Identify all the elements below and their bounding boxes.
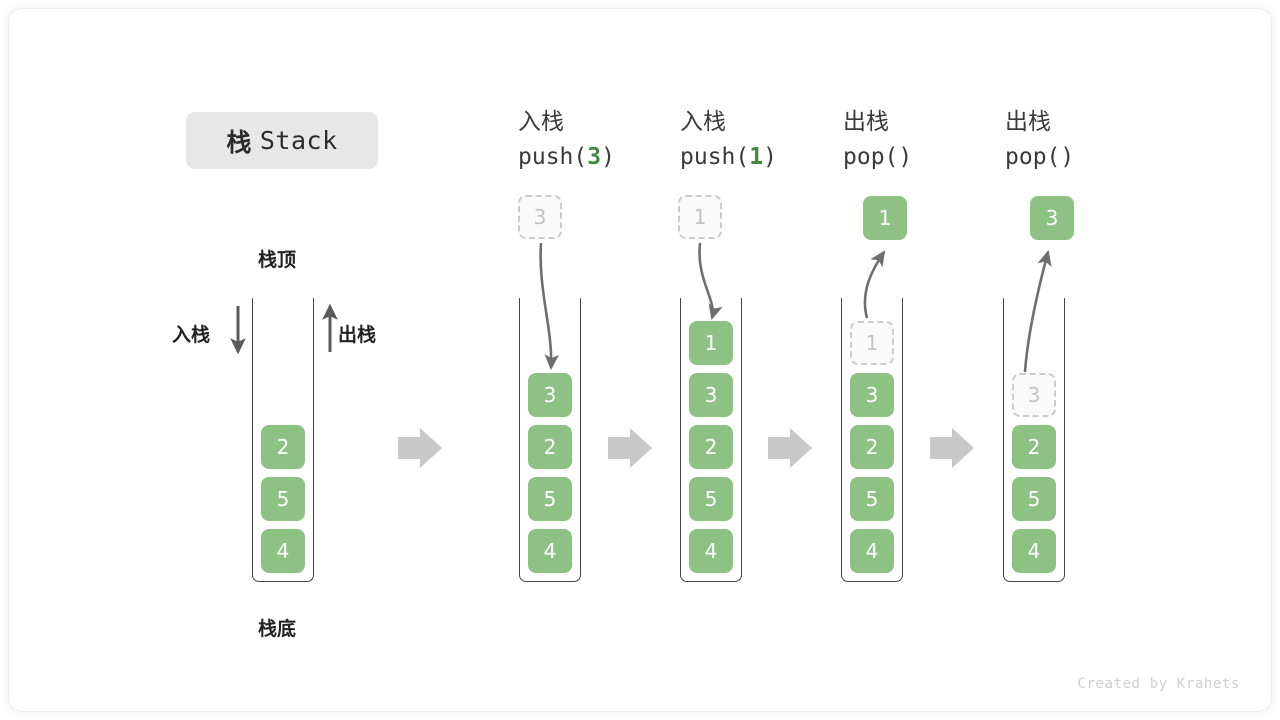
- stack-cell: 2: [850, 425, 894, 469]
- step-header-code: push(1): [680, 139, 850, 175]
- separator-arrow-icon: [768, 428, 812, 468]
- code-prefix: push(: [518, 144, 588, 170]
- stack-cell: 3: [528, 373, 572, 417]
- stack-cell: 2: [261, 425, 305, 469]
- watermark-credit: Created by Krahets: [1077, 676, 1240, 692]
- step-header-code: pop(): [1005, 139, 1175, 175]
- label-stack-top: 栈顶: [258, 249, 297, 271]
- stack-cell: 5: [850, 477, 894, 521]
- step-header-code: push(3): [518, 139, 688, 175]
- stack-cell-ghost: 1: [850, 321, 894, 365]
- code-argument: 1: [749, 144, 764, 170]
- code-prefix: push(: [680, 144, 750, 170]
- stack-container-pop-1: 1 3 2 5 4: [841, 298, 903, 582]
- step-header-cn: 入栈: [680, 109, 726, 135]
- step-header-push-3: 入栈 push(3): [518, 105, 688, 175]
- stack-container-push-1: 1 3 2 5 4: [680, 298, 742, 582]
- separator-arrow-icon: [608, 428, 652, 468]
- figure-title-chip: 栈 Stack: [186, 112, 378, 169]
- floating-cell-ghost: 3: [518, 195, 562, 239]
- code-suffix: ): [898, 144, 913, 170]
- stack-cell: 5: [528, 477, 572, 521]
- figure-title-en: Stack: [259, 126, 338, 155]
- code-prefix: pop(: [843, 144, 899, 170]
- stack-cell: 4: [528, 529, 572, 573]
- stack-cell-ghost: 3: [1012, 373, 1056, 417]
- floating-cell-popped: 3: [1030, 196, 1074, 240]
- stack-cell: 5: [1012, 477, 1056, 521]
- step-header-cn: 出栈: [843, 109, 889, 135]
- step-header-pop-2: 出栈 pop(): [1005, 105, 1175, 175]
- stack-cell: 5: [261, 477, 305, 521]
- label-stack-bottom: 栈底: [258, 618, 297, 640]
- code-prefix: pop(: [1005, 144, 1061, 170]
- stack-cell: 3: [850, 373, 894, 417]
- step-header-code: pop(): [843, 139, 1013, 175]
- label-push-side: 入栈: [172, 324, 211, 346]
- code-suffix: ): [1060, 144, 1075, 170]
- floating-cell-popped: 1: [863, 196, 907, 240]
- code-argument: 3: [587, 144, 602, 170]
- stack-cell: 2: [528, 425, 572, 469]
- code-suffix: ): [763, 144, 777, 170]
- label-pop-side: 出栈: [338, 324, 377, 346]
- stack-container-pop-2: 3 2 5 4: [1003, 298, 1065, 582]
- stack-container-initial: 2 5 4: [252, 298, 314, 582]
- stack-cell: 4: [689, 529, 733, 573]
- step-header-pop-1: 出栈 pop(): [843, 105, 1013, 175]
- stack-cell: 2: [689, 425, 733, 469]
- separator-arrow-icon: [930, 428, 974, 468]
- floating-cell-ghost: 1: [678, 195, 722, 239]
- step-header-cn: 入栈: [518, 109, 564, 135]
- step-header-push-1: 入栈 push(1): [680, 105, 850, 175]
- stack-cell: 1: [689, 321, 733, 365]
- stack-cell: 4: [850, 529, 894, 573]
- step-header-cn: 出栈: [1005, 109, 1051, 135]
- code-suffix: ): [601, 144, 615, 170]
- stack-cell: 2: [1012, 425, 1056, 469]
- separator-arrow-icon: [398, 428, 442, 468]
- stack-cell: 4: [261, 529, 305, 573]
- stack-cell: 4: [1012, 529, 1056, 573]
- stack-container-push-3: 3 2 5 4: [519, 298, 581, 582]
- stack-cell: 5: [689, 477, 733, 521]
- stack-cell: 3: [689, 373, 733, 417]
- figure-title-cn: 栈: [226, 127, 252, 157]
